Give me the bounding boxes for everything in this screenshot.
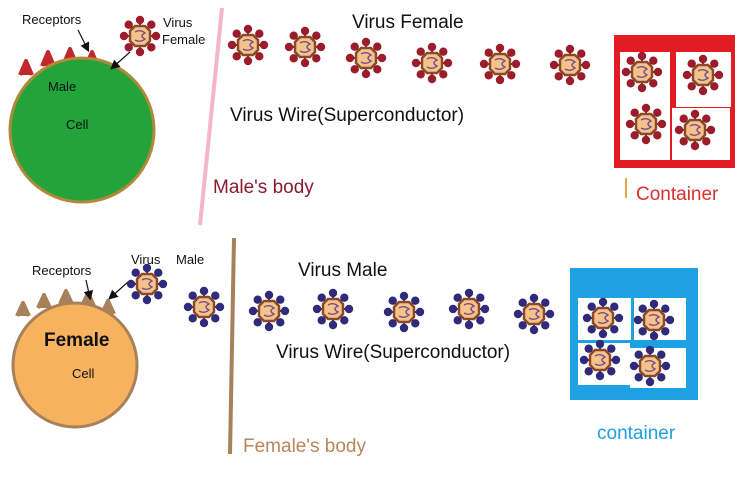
virus-male-icon	[514, 294, 554, 334]
virus-female-icon	[285, 27, 325, 67]
virus-female-icon	[675, 110, 715, 150]
virus-male-icon	[313, 289, 353, 329]
virus-male-icon	[384, 292, 424, 332]
receptors-label-bottom: Receptors	[32, 263, 91, 278]
virus-female-icon	[622, 52, 662, 92]
male-cell-label: Cell	[66, 117, 88, 132]
virus-male-icon	[449, 289, 489, 329]
female-body-label: Female's body	[243, 436, 366, 458]
virus-label-top: Virus	[163, 15, 192, 30]
virus-male-icon	[184, 287, 224, 327]
virus-male-label: Male	[176, 252, 204, 267]
male-cell-type-label: Male	[48, 79, 76, 94]
virus-male-icon	[127, 264, 167, 304]
virus-label-bottom: Virus	[131, 252, 160, 267]
female-cell	[13, 303, 137, 427]
virus-female-icon	[412, 43, 452, 83]
virus-female-icon	[228, 25, 268, 65]
virus-male-icon	[580, 340, 620, 380]
virus-female-icon	[626, 104, 666, 144]
virus-arrow-bottom	[110, 282, 128, 298]
virus-wire-caption-bottom: Virus Wire(Superconductor)	[276, 342, 510, 364]
virus-female-icon	[683, 55, 723, 95]
virus-arrow-top	[112, 52, 130, 68]
virus-male-wire-title: Virus Male	[298, 260, 387, 282]
female-cell-label: Cell	[72, 366, 94, 381]
virus-female-icon	[480, 44, 520, 84]
female-cell-type-label: Female	[44, 330, 109, 352]
virus-female-icon	[346, 38, 386, 78]
virus-male-wire	[249, 289, 554, 334]
blue-container	[570, 268, 698, 400]
blue-container-label: container	[597, 423, 675, 445]
virus-female-wire-title: Virus Female	[352, 12, 464, 34]
male-body-label: Male's body	[213, 177, 314, 199]
virus-male-icon	[630, 346, 670, 386]
female-body-line	[230, 238, 234, 454]
virus-female-icon	[550, 45, 590, 85]
receptors-arrow-top	[78, 30, 88, 50]
virus-female-label: Female	[162, 32, 205, 47]
female-cell-group	[13, 291, 137, 427]
receptors-label-top: Receptors	[22, 12, 81, 27]
virus-female-icon	[120, 16, 160, 56]
red-container-label: Container	[636, 184, 718, 206]
virus-male-icon	[583, 298, 623, 338]
red-container	[614, 35, 735, 168]
virus-wire-caption-top: Virus Wire(Superconductor)	[230, 105, 464, 127]
virus-male-icon	[634, 300, 674, 340]
virus-male-icon	[249, 291, 289, 331]
